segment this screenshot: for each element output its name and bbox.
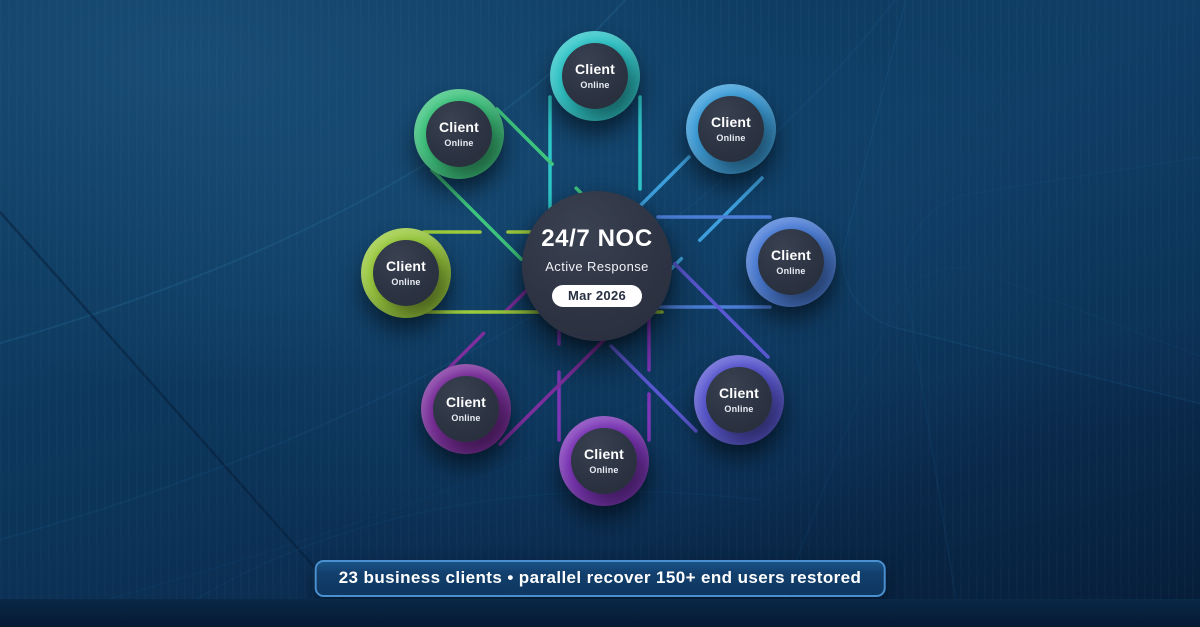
panel-shape: [842, 0, 1200, 411]
panel-shape: [904, 147, 1200, 627]
client-label: Client: [445, 394, 487, 411]
client-label: Client: [438, 119, 480, 136]
client-status: Online: [391, 276, 421, 287]
hub-title: 24/7 NOC: [541, 225, 653, 252]
client-label: Client: [770, 247, 812, 264]
hub-subtitle: Active Response: [545, 259, 649, 274]
stats-banner: 23 business clients • parallel recover 1…: [314, 560, 886, 597]
client-node-face: Client Online: [758, 229, 824, 295]
client-node-face: Client Online: [571, 428, 637, 494]
client-status: Online: [444, 137, 474, 148]
client-label: Client: [710, 114, 752, 131]
client-status: Online: [580, 79, 610, 90]
client-status: Online: [451, 412, 481, 423]
client-node-bottom-left: Client Online: [421, 364, 511, 454]
client-label: Client: [385, 258, 427, 275]
client-node-right: Client Online: [746, 217, 836, 307]
client-node-face: Client Online: [373, 240, 439, 306]
bottom-band: [0, 599, 1200, 627]
client-node-face: Client Online: [433, 376, 499, 442]
client-label: Client: [583, 446, 625, 463]
client-label: Client: [718, 385, 760, 402]
client-node-top-left: Client Online: [414, 89, 504, 179]
hub-date-badge: Mar 2026: [551, 285, 643, 307]
client-status: Online: [724, 403, 754, 414]
client-node-left: Client Online: [361, 228, 451, 318]
client-node-bottom: Client Online: [559, 416, 649, 506]
client-status: Online: [589, 464, 619, 475]
client-node-face: Client Online: [698, 96, 764, 162]
client-node-face: Client Online: [562, 43, 628, 109]
client-node-face: Client Online: [706, 367, 772, 433]
client-label: Client: [574, 61, 616, 78]
client-status: Online: [716, 132, 746, 143]
client-node-top: Client Online: [550, 31, 640, 121]
client-node-face: Client Online: [426, 101, 492, 167]
client-node-bottom-right: Client Online: [694, 355, 784, 445]
client-status: Online: [776, 265, 806, 276]
client-node-top-right: Client Online: [686, 84, 776, 174]
noc-hub: 24/7 NOC Active Response Mar 2026: [522, 191, 672, 341]
